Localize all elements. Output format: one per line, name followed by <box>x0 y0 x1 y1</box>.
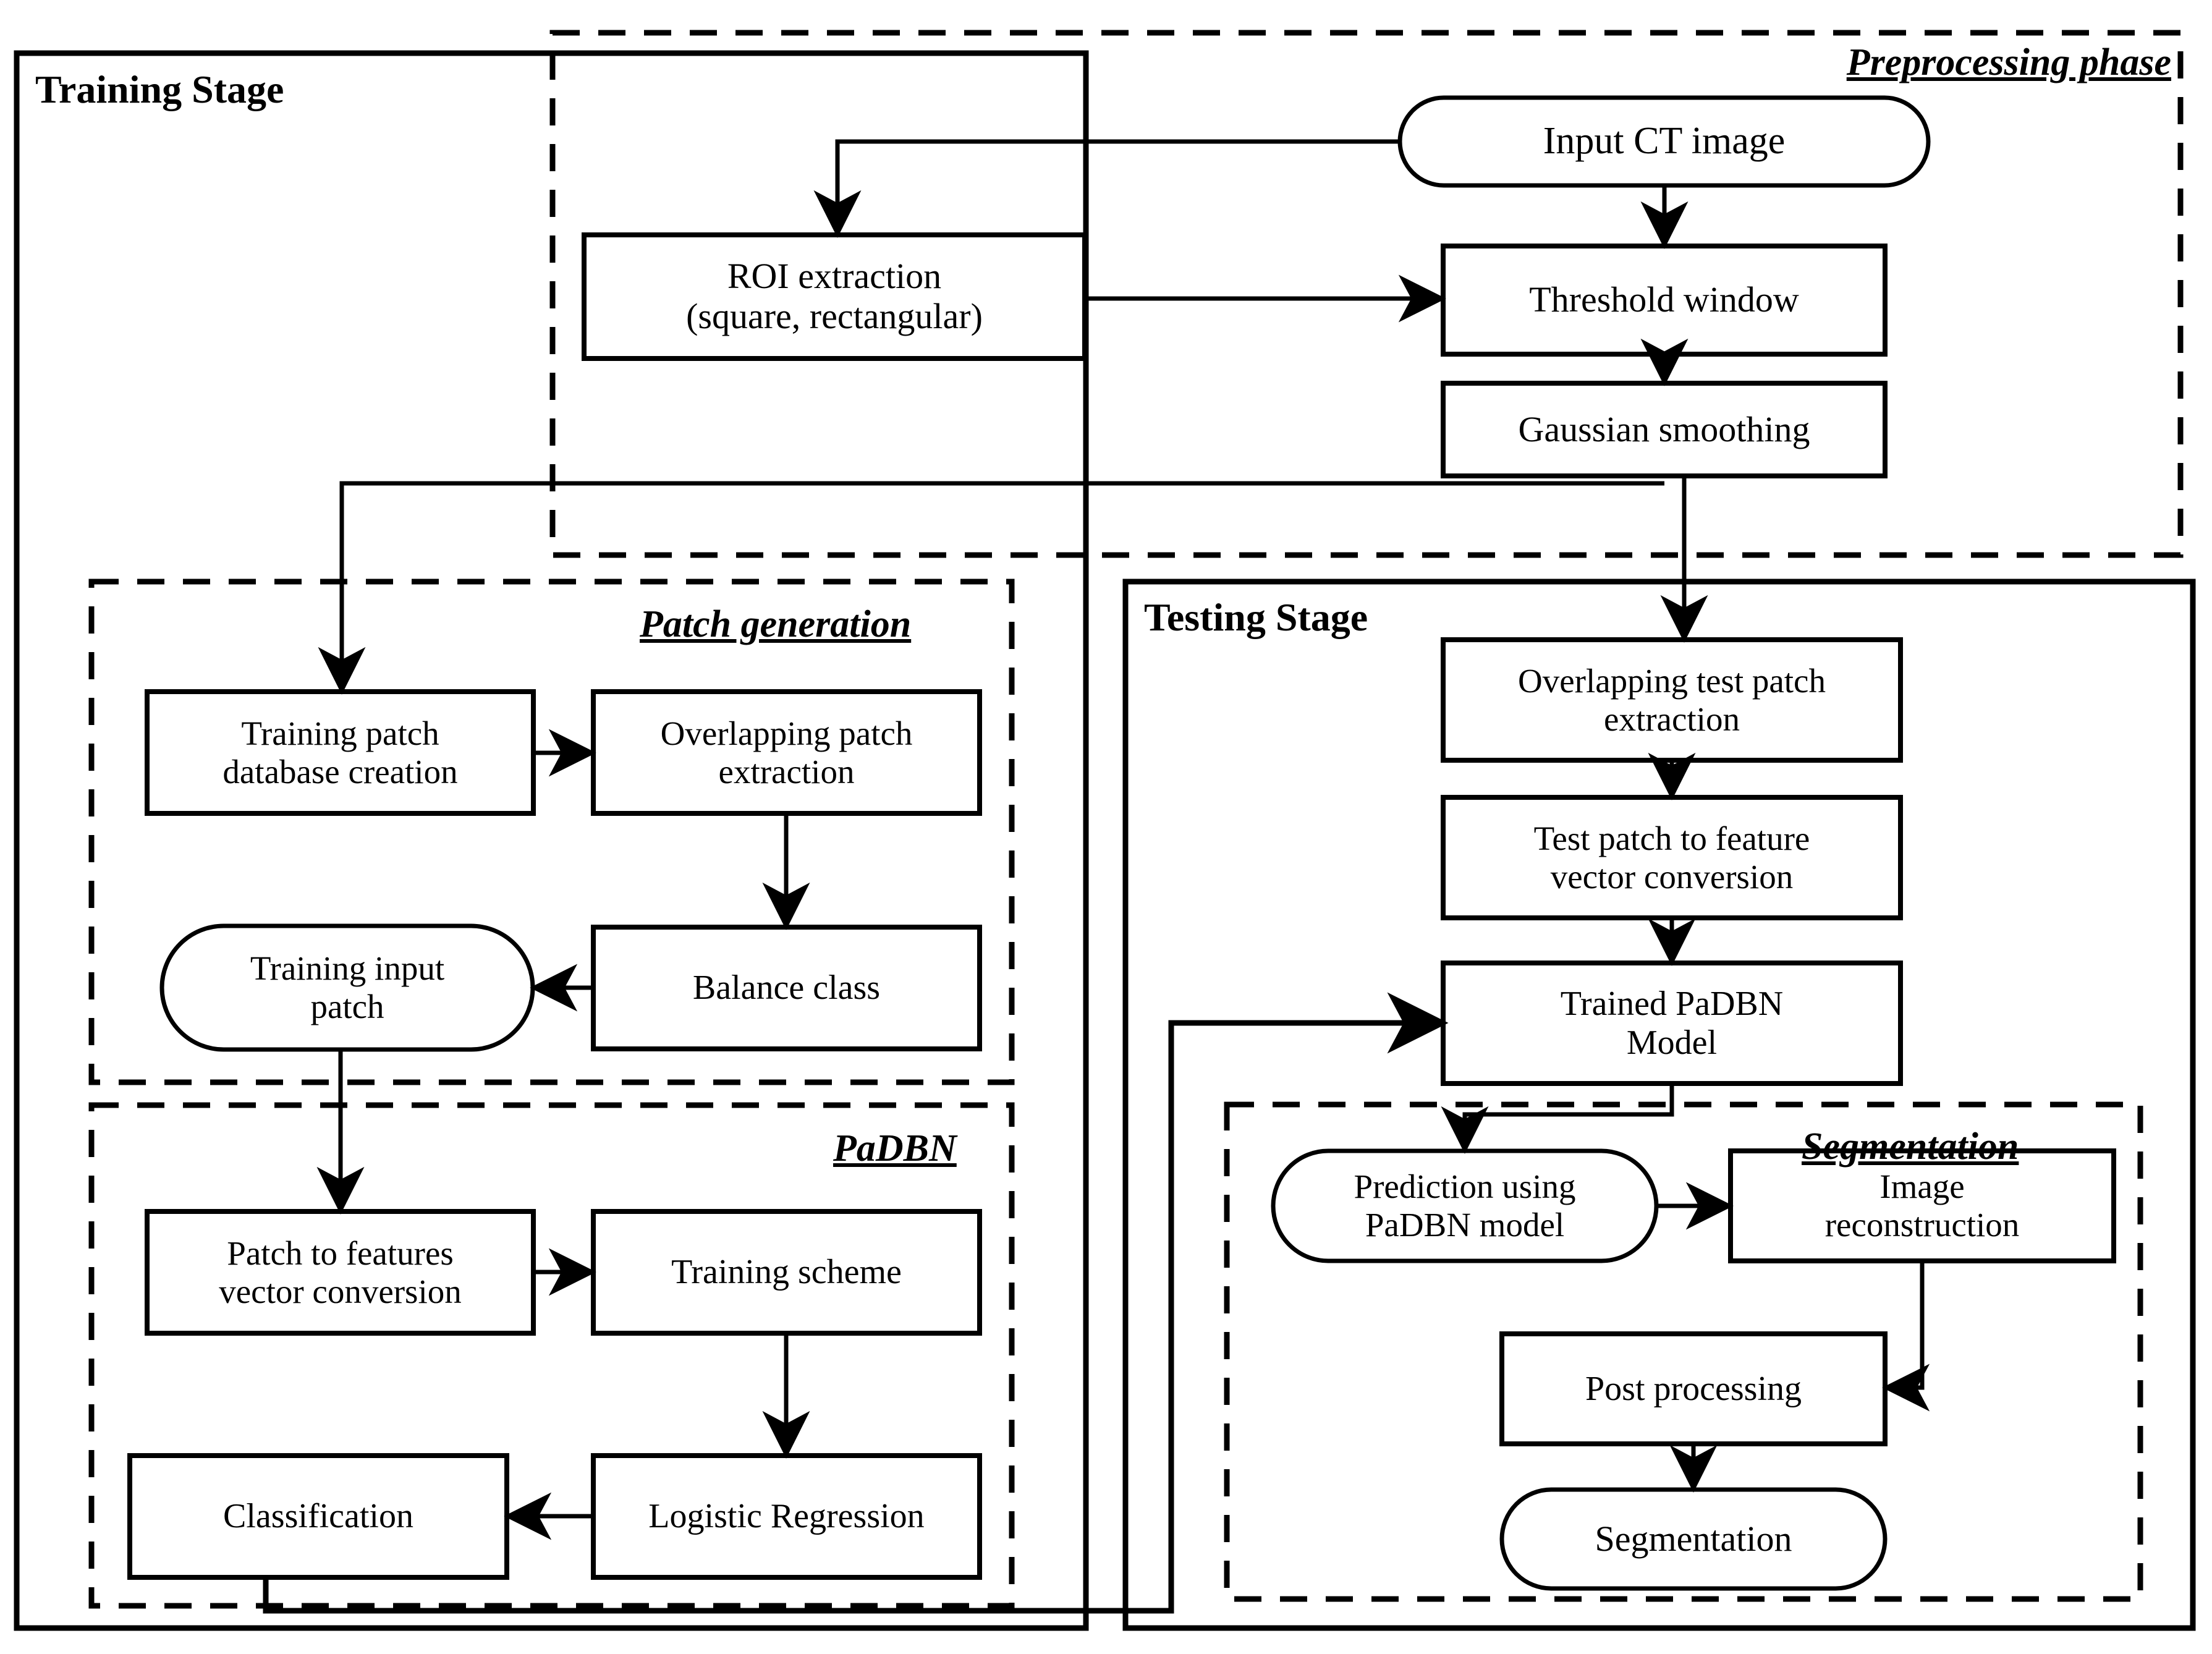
segmentation-group-container <box>1224 1101 2143 1602</box>
node-shape-post-processing[interactable] <box>1499 1331 1888 1446</box>
node-shape-training-patch-database-creation[interactable] <box>145 689 536 816</box>
node-shape-overlapping-test-patch-extraction[interactable] <box>1441 637 1903 763</box>
node-shape-input-ct-image[interactable] <box>1397 95 1931 188</box>
padbn-label: PaDBN <box>833 1127 957 1169</box>
node-shape-training-input-patch[interactable] <box>159 923 535 1052</box>
testing-stage-label: Testing Stage <box>1144 595 1368 639</box>
node-shape-trained-padbn-model[interactable] <box>1441 961 1903 1086</box>
edge-gaussian-to-overlapping-test-patch <box>1660 473 1708 643</box>
node-shape-test-patch-to-feature-vector-conversion[interactable] <box>1441 795 1903 920</box>
node-shape-classification[interactable] <box>127 1453 509 1580</box>
node-shape-training-scheme[interactable] <box>591 1209 982 1336</box>
node-shape-segmentation-output[interactable] <box>1499 1487 1888 1591</box>
node-shape-gaussian-smoothing[interactable] <box>1441 381 1888 478</box>
edge-input-ct-to-roi <box>813 139 1400 238</box>
preprocessing-phase-label: Preprocessing phase <box>1846 41 2171 83</box>
node-shape-threshold-window[interactable] <box>1441 244 1888 357</box>
training-stage-label: Training Stage <box>35 67 284 111</box>
edge-classification-to-trained-padbn-model <box>263 992 1449 1614</box>
padbn-container <box>88 1102 1015 1609</box>
patch-generation-label: Patch generation <box>640 603 912 645</box>
preprocessing-phase-container <box>549 30 2184 558</box>
segmentation-group-label: Segmentation <box>1802 1126 2019 1168</box>
testing-stage-container <box>1122 579 2196 1631</box>
edge-image-reconstruction-to-post-processing <box>1882 1261 1930 1412</box>
node-shape-overlapping-patch-extraction[interactable] <box>591 689 982 816</box>
node-shape-patch-to-features-vector-conversion[interactable] <box>145 1209 536 1336</box>
edge-gaussian-to-training-patch-db <box>318 481 1664 695</box>
node-shape-balance-class[interactable] <box>591 925 982 1051</box>
patch-generation-container <box>88 579 1015 1085</box>
node-shape-prediction-using-padbn-model[interactable] <box>1271 1148 1659 1263</box>
node-shape-roi-extraction[interactable] <box>582 232 1087 361</box>
node-shape-logistic-regression[interactable] <box>591 1453 982 1580</box>
edge-trained-padbn-model-to-prediction <box>1441 1084 1674 1154</box>
